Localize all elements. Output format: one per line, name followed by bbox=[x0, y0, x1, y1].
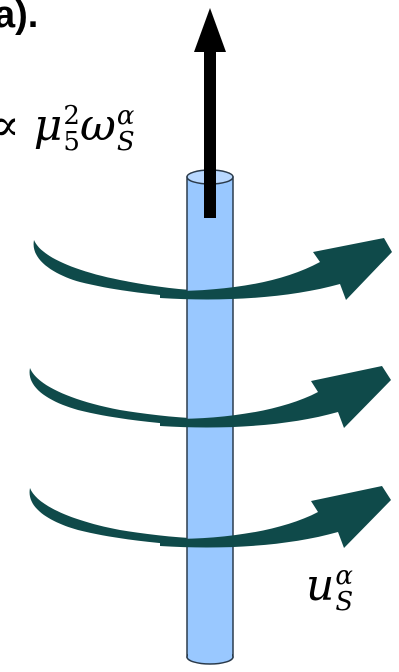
swirl-arrow-back-top bbox=[34, 240, 210, 298]
mu-symbol: μ bbox=[34, 100, 63, 151]
mu-subscript: 5 bbox=[63, 129, 80, 155]
panel-label: a). bbox=[0, 0, 38, 37]
omega-superscript: α bbox=[117, 103, 135, 129]
u-superscript: α bbox=[335, 563, 353, 589]
u-subscript: S bbox=[335, 589, 353, 615]
proportional-symbol: ∝ bbox=[0, 100, 20, 151]
omega-subscript: S bbox=[117, 129, 135, 155]
swirl-arrow-back-middle bbox=[30, 368, 210, 426]
mu-superscript: 2 bbox=[63, 103, 80, 129]
omega-symbol: ω bbox=[80, 100, 116, 151]
swirl-arrow-back-bottom bbox=[30, 488, 210, 546]
u-symbol: u bbox=[306, 560, 334, 611]
